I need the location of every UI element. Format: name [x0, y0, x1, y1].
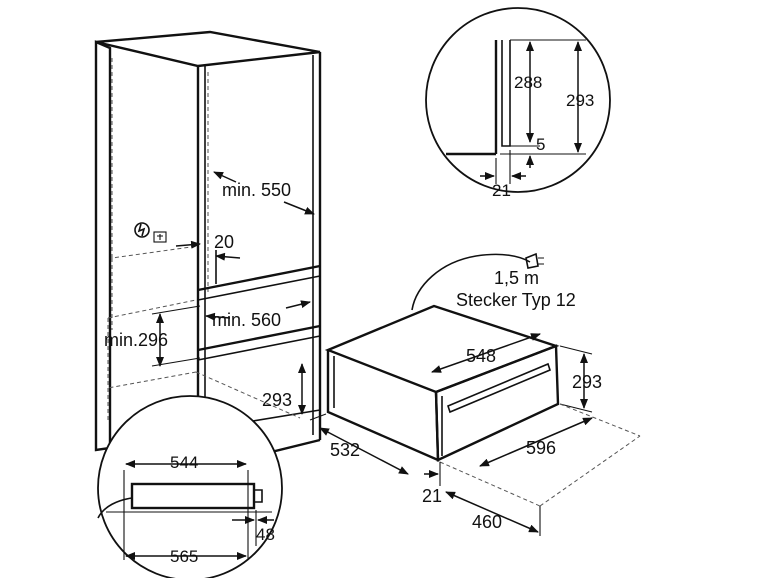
dimension-293-left: 293: [262, 363, 306, 415]
dimension-21-bottom: 21: [422, 462, 442, 506]
dimension-460: 460: [445, 491, 541, 536]
electric-plug-icon: [525, 252, 544, 269]
warming-drawer: [324, 304, 560, 462]
label-20: 20: [214, 232, 234, 252]
label-min-296: min.296: [104, 330, 168, 350]
label-cable-length: 1,5 m: [494, 268, 539, 288]
power-symbol-icon: [134, 222, 167, 243]
label-detail-293: 293: [566, 91, 594, 110]
label-293-right: 293: [572, 372, 602, 392]
power-cable: 1,5 m Stecker Typ 12: [411, 252, 576, 311]
label-565: 565: [170, 547, 198, 566]
dimension-532: 532: [309, 413, 409, 475]
label-460: 460: [472, 512, 502, 532]
dimension-min-550: min. 550: [213, 171, 315, 215]
label-596: 596: [526, 438, 556, 458]
dimension-293-right: 293: [559, 345, 602, 413]
label-21-bottom: 21: [422, 486, 442, 506]
label-min-550: min. 550: [222, 180, 291, 200]
detail-circle-bottom: 544 565 48: [97, 395, 283, 581]
label-min-560: min. 560: [212, 310, 281, 330]
detail-circle-top: 288 293 5 21: [425, 7, 611, 200]
dimension-596: 596: [439, 403, 641, 507]
label-48: 48: [256, 525, 275, 544]
label-plug-type: Stecker Typ 12: [456, 290, 576, 310]
label-532: 532: [330, 440, 360, 460]
label-5: 5: [536, 135, 545, 154]
label-293-left: 293: [262, 390, 292, 410]
label-detail-21: 21: [492, 181, 511, 200]
label-544: 544: [170, 453, 198, 472]
dimension-548: 548: [431, 333, 541, 373]
label-548: 548: [466, 346, 496, 366]
dimension-min-296: min.296: [104, 305, 201, 367]
dimension-min-560: min. 560: [205, 300, 311, 330]
dimension-20: 20: [175, 232, 241, 284]
label-288: 288: [514, 73, 542, 92]
